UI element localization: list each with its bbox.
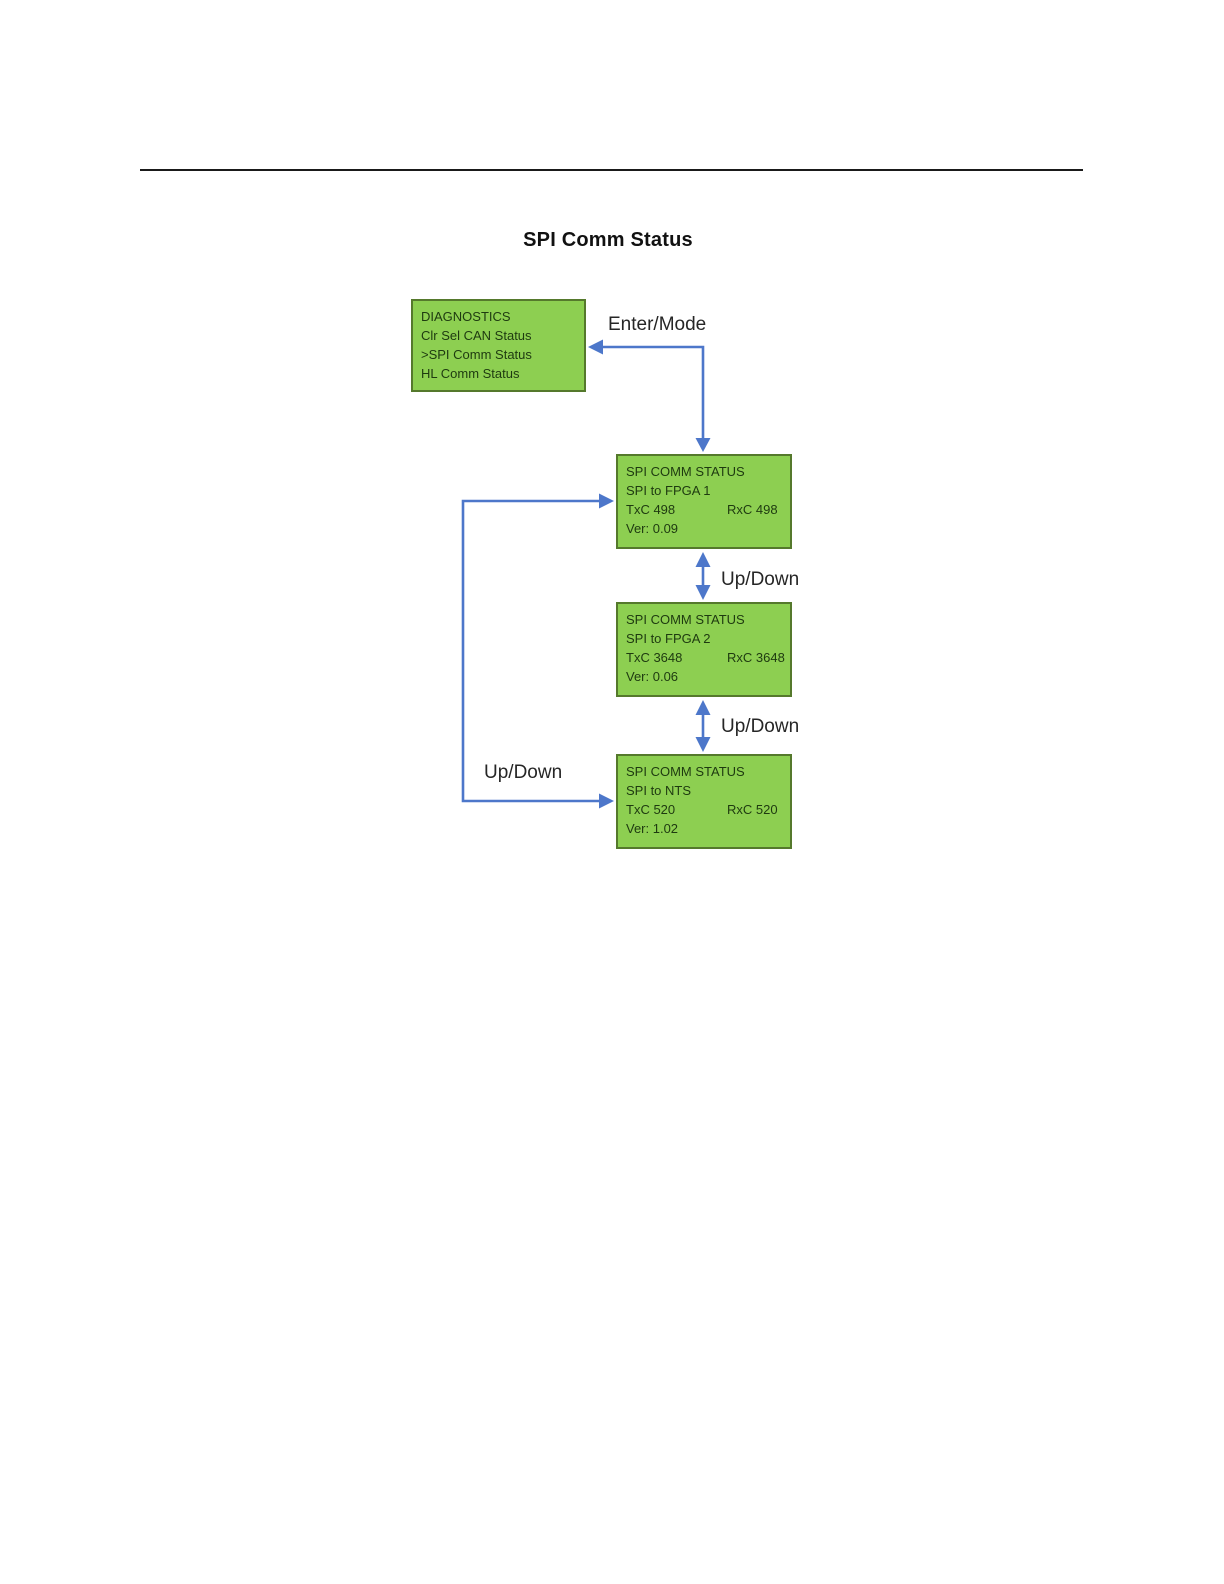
arrowhead-up-icon <box>695 552 711 567</box>
updown-wrap-connector <box>461 499 600 803</box>
spi-screen-fpga2-box: SPI COMM STATUS SPI to FPGA 2 TxC 3648 R… <box>616 602 792 697</box>
enter-mode-connector <box>601 345 705 438</box>
menu-line-selected: >SPI Comm Status <box>421 347 532 362</box>
spi-screen-fpga1-box: SPI COMM STATUS SPI to FPGA 1 TxC 498 Rx… <box>616 454 792 549</box>
arrowhead-down-icon <box>695 737 711 752</box>
arrowhead-left-icon <box>588 339 603 355</box>
spi-screen-nts-box: SPI COMM STATUS SPI to NTS TxC 520 RxC 5… <box>616 754 792 849</box>
screen-counters-row: TxC 498 RxC 498 <box>626 500 784 519</box>
screen-title: SPI COMM STATUS <box>626 612 745 627</box>
menu-line: HL Comm Status <box>421 366 520 381</box>
txc-count: TxC 3648 <box>626 650 683 665</box>
rxc-count: RxC 498 <box>727 502 778 517</box>
arrowhead-right-icon <box>599 493 614 509</box>
screen-counters-row: TxC 3648 RxC 3648 <box>626 648 785 667</box>
rxc-count: RxC 3648 <box>727 650 785 665</box>
screen-version: Ver: 0.06 <box>626 669 679 684</box>
screen-title: SPI COMM STATUS <box>626 764 745 779</box>
arrowhead-down-icon <box>695 585 711 600</box>
header-rule <box>140 169 1083 171</box>
diagnostics-menu-box: DIAGNOSTICS Clr Sel CAN Status >SPI Comm… <box>411 299 586 392</box>
diagram-title: SPI Comm Status <box>523 229 693 251</box>
updown-label-1: Up/Down <box>721 569 800 590</box>
menu-line: DIAGNOSTICS <box>421 309 511 324</box>
rxc-count: RxC 520 <box>727 802 778 817</box>
txc-count: TxC 498 <box>626 502 676 517</box>
arrowhead-up-icon <box>695 700 711 715</box>
enter-mode-label: Enter/Mode <box>608 314 707 335</box>
arrowhead-down-icon <box>695 438 711 452</box>
screen-version: Ver: 0.09 <box>626 521 679 536</box>
txc-count: TxC 520 <box>626 802 676 817</box>
arrowhead-right-icon <box>599 793 614 809</box>
menu-line: Clr Sel CAN Status <box>421 328 532 343</box>
screen-subtitle: SPI to NTS <box>626 783 692 798</box>
updown-label-2: Up/Down <box>721 716 800 737</box>
screen-version: Ver: 1.02 <box>626 821 679 836</box>
screen-title: SPI COMM STATUS <box>626 464 745 479</box>
updown-wrap-label: Up/Down <box>484 762 563 783</box>
screen-counters-row: TxC 520 RxC 520 <box>626 800 784 819</box>
screen-subtitle: SPI to FPGA 2 <box>626 631 711 646</box>
screen-subtitle: SPI to FPGA 1 <box>626 483 711 498</box>
